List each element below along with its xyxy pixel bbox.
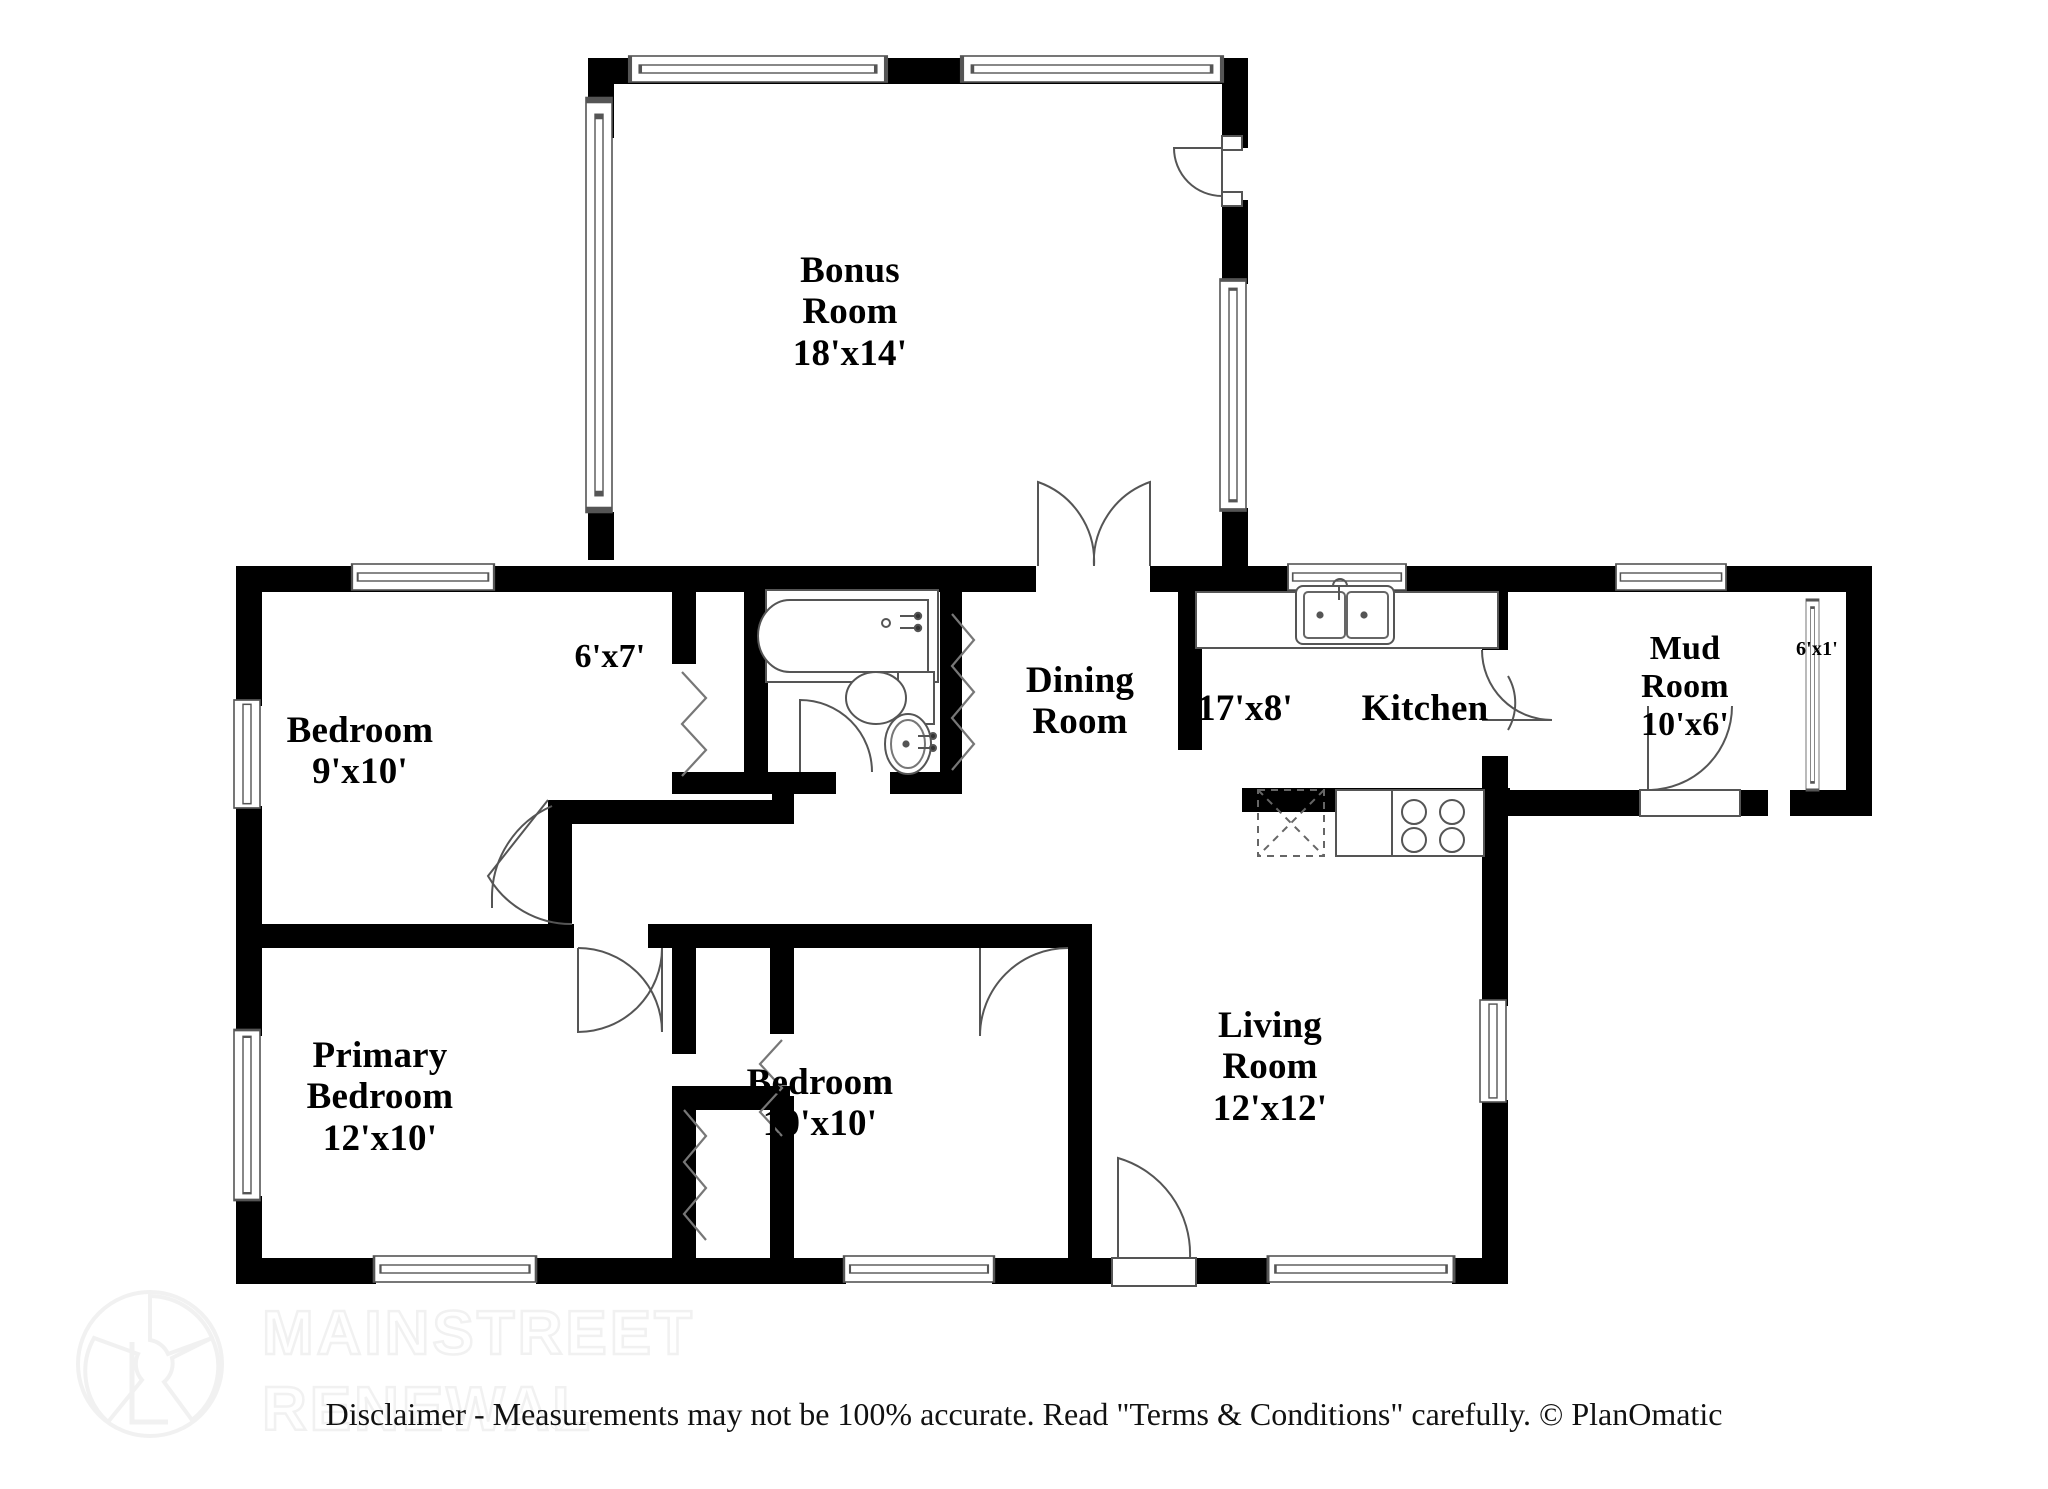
double-sink-icon: [1295, 578, 1395, 645]
closet-symbols: [680, 613, 976, 1241]
window-living-right: [1479, 999, 1507, 1103]
door-dining-double: [1037, 480, 1151, 567]
window-bonus-top-left: [630, 56, 886, 82]
room-label-bedroom-front: Bedroom 9'x10': [286, 710, 434, 793]
disclaimer-text: Disclaimer - Measurements may not be 100…: [325, 1396, 1723, 1432]
window-living-bottom: [1266, 1254, 1456, 1284]
door-bathroom: [799, 698, 873, 773]
room-label-primary-bedroom: Primary Bedroom 12'x10': [306, 1035, 454, 1159]
door-bonus-room: [1172, 135, 1243, 207]
door-primary-bedroom: [577, 947, 663, 1034]
door-mudroom-side: [1507, 675, 1517, 731]
room-label-closet-6x7: 6'x7': [574, 638, 646, 675]
room-label-kitchen: Kitchen: [1361, 688, 1489, 729]
bathtub-icon: [757, 589, 939, 683]
window-bedroom-rear-bottom: [842, 1254, 996, 1284]
window-bonus-top-right: [962, 56, 1222, 82]
zigzag-closet-icon-bedroom-front: [680, 671, 708, 777]
window-bonus-right: [1218, 278, 1248, 512]
zigzag-closet-icon-bedroom-rear: [758, 1039, 784, 1137]
fixtures: [757, 578, 1499, 857]
room-label-mud-closet: 6'x1': [1795, 638, 1839, 660]
doors: [486, 135, 1741, 1287]
door-mudroom-exterior: [1639, 705, 1741, 817]
room-label-living-room: Living Room 12'x12': [1212, 1005, 1328, 1129]
room-label-mud-room: Mud Room 10'x6': [1640, 630, 1730, 744]
toilet-icon: [845, 671, 935, 725]
room-label-dining-room: Dining Room: [1025, 660, 1135, 743]
refrigerator-icon: [1257, 789, 1325, 857]
window-mud-closet: [1804, 598, 1821, 792]
door-kitchen-mud: [1481, 649, 1553, 721]
room-label-kitchen-dimensions: 17'x8': [1197, 688, 1293, 729]
sink-icon: [884, 713, 937, 775]
room-label-bedroom-rear: Bedroom 10'x10': [746, 1062, 894, 1145]
window-bedroom-front-top: [350, 562, 496, 592]
door-bedroom-rear: [979, 947, 1069, 1037]
window-mudroom-top: [1615, 563, 1727, 591]
zigzag-closet-icon-bath-hall: [950, 613, 976, 771]
interior-walls: [252, 592, 1510, 1264]
window-primary-bottom: [372, 1254, 538, 1284]
stove-range-icon: [1335, 789, 1485, 857]
door-front-entry: [1111, 1156, 1197, 1287]
window-bonus-left: [586, 100, 612, 510]
door-bedroom-front: [486, 799, 573, 926]
room-label-bonus-room: Bonus Room 18'x14': [792, 250, 908, 374]
zigzag-closet-icon-primary: [682, 1109, 708, 1241]
